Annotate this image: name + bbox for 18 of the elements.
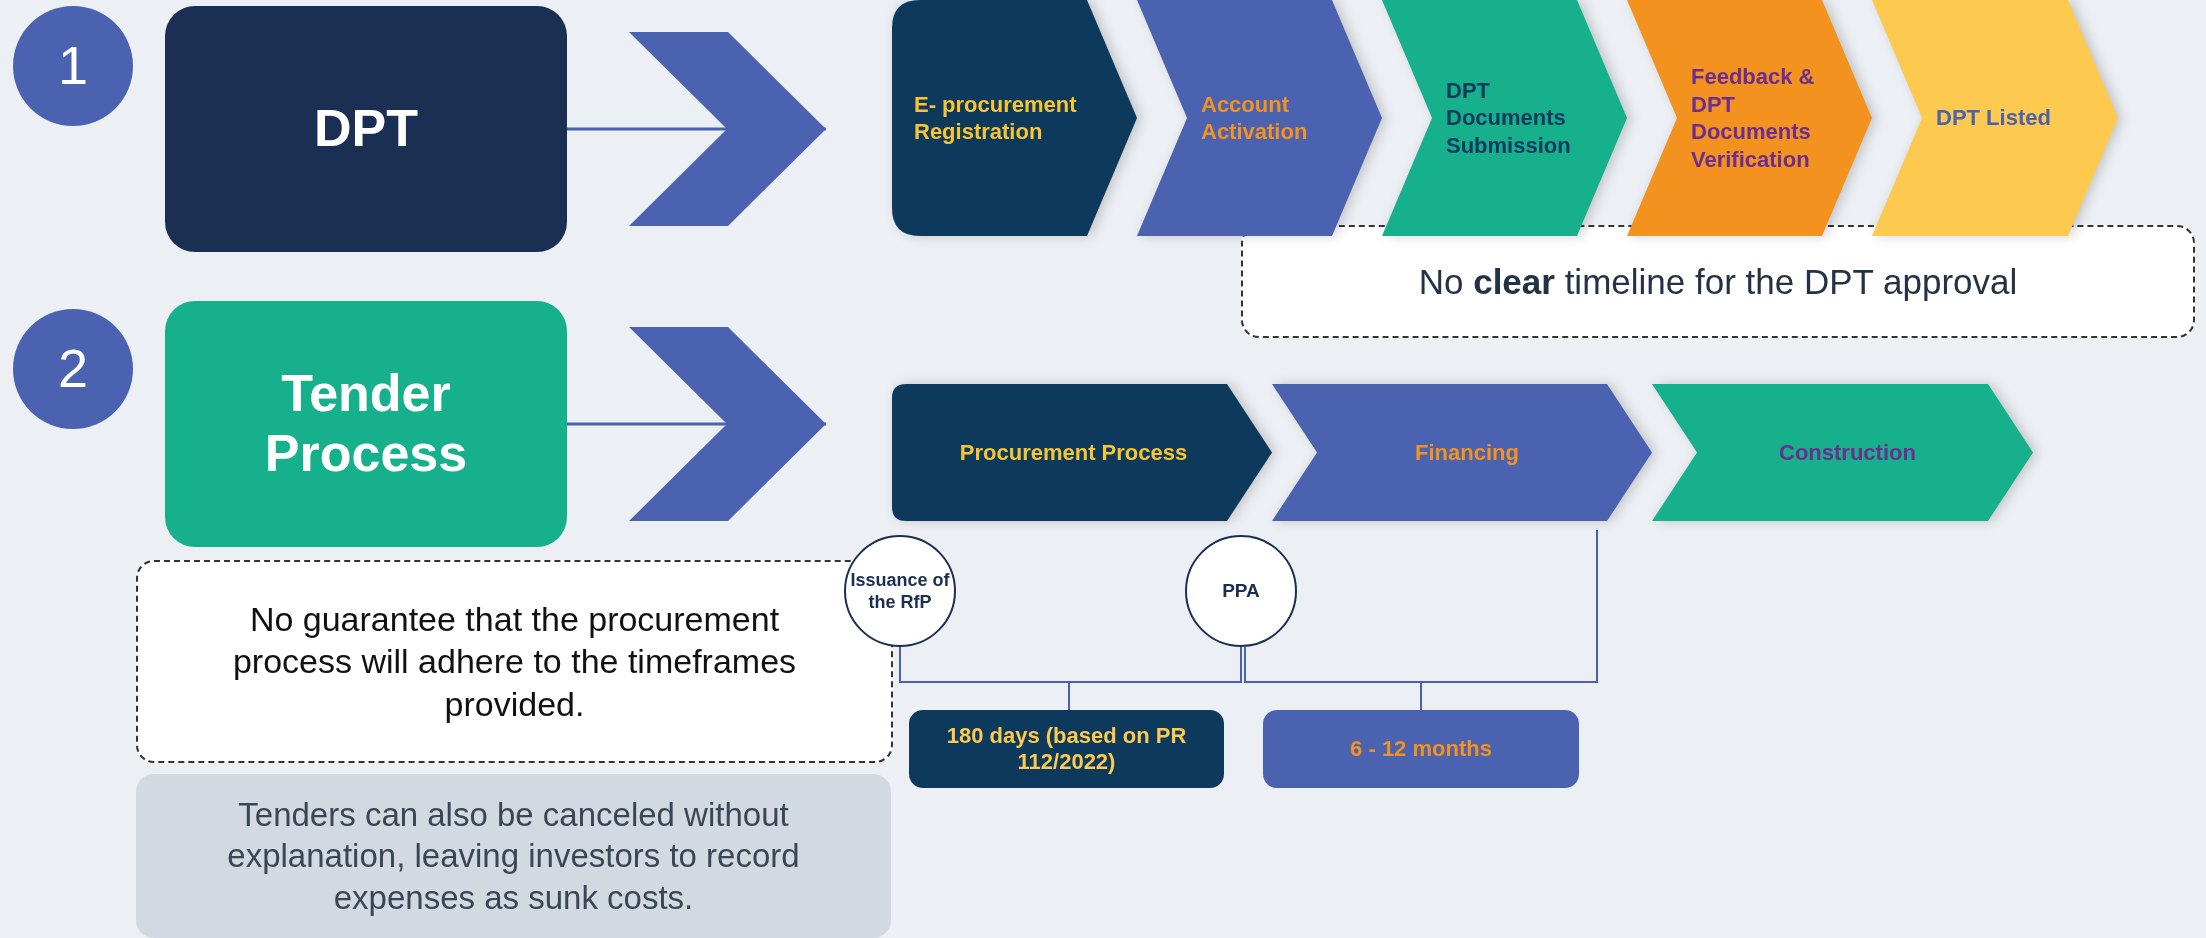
milestone-circle: Issuance of the RfP (844, 535, 956, 647)
note-box: No clear timeline for the DPT approval (1241, 225, 2195, 338)
chevron-step: Procurement Process (892, 384, 1272, 521)
stage-box: DPT (165, 6, 567, 252)
chevron-step: Construction (1652, 384, 2033, 521)
step-number-badge: 1 (13, 6, 133, 126)
chevron-step: DPT Listed (1872, 0, 2118, 236)
chevron-step: DPT Documents Submission (1382, 0, 1627, 236)
stage-box: Tender Process (165, 301, 567, 547)
chevron-step: Account Activation (1137, 0, 1382, 236)
chevron-step: Financing (1272, 384, 1652, 521)
milestone-circle: PPA (1185, 535, 1297, 647)
note-box: Tenders can also be canceled without explanation, leaving investors to record expenses as sunk costs. (136, 774, 891, 938)
chevron-step: Feedback & DPT Documents Verification (1627, 0, 1872, 236)
duration-pill: 180 days (based on PR 112/2022) (909, 710, 1224, 788)
duration-pill: 6 - 12 months (1263, 710, 1579, 788)
step-number-badge: 2 (13, 309, 133, 429)
chevron-step: E- procurement Registration (892, 0, 1137, 236)
